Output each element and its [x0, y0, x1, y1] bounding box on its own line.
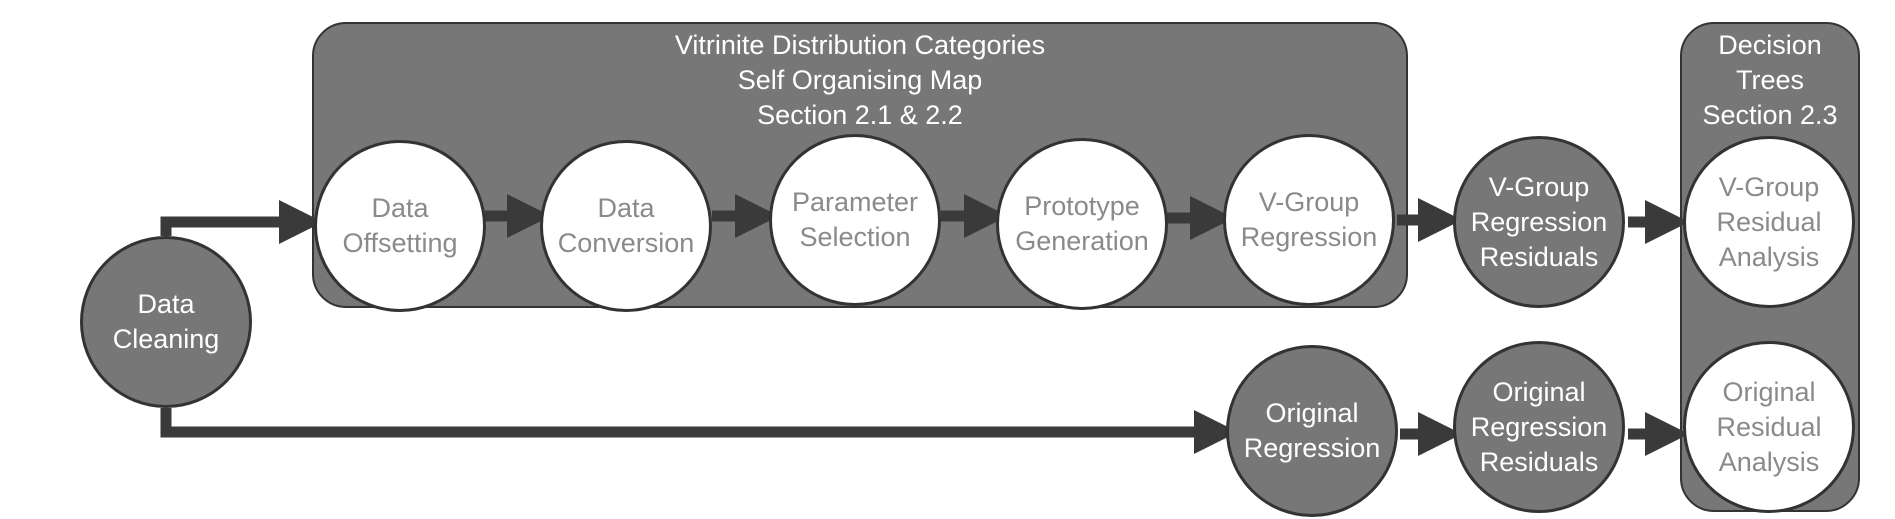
original-regression-node: Original Regression — [1226, 345, 1398, 517]
original-regression-residuals-node: Original Regression Residuals — [1453, 341, 1625, 513]
v-group-regression-node: V-Group Regression — [1223, 134, 1395, 306]
arrow-cleaning-to-original-regression — [160, 408, 1238, 454]
data-offsetting-node: Data Offsetting — [314, 140, 486, 312]
decision-trees-group-title: Decision Trees Section 2.3 — [1702, 30, 1838, 130]
v-group-residual-analysis-node: V-Group Residual Analysis — [1683, 136, 1855, 308]
data-conversion-node: Data Conversion — [540, 140, 712, 312]
parameter-selection-node: Parameter Selection — [769, 134, 941, 306]
arrow-cleaning-to-offsetting — [160, 200, 323, 244]
v-group-regression-residuals-node: V-Group Regression Residuals — [1453, 136, 1625, 308]
prototype-generation-node: Prototype Generation — [996, 138, 1168, 310]
original-residual-analysis-node: Original Residual Analysis — [1683, 341, 1855, 513]
som-group-title: Vitrinite Distribution Categories Self O… — [674, 30, 1046, 130]
data-cleaning-node: Data Cleaning — [80, 236, 252, 408]
